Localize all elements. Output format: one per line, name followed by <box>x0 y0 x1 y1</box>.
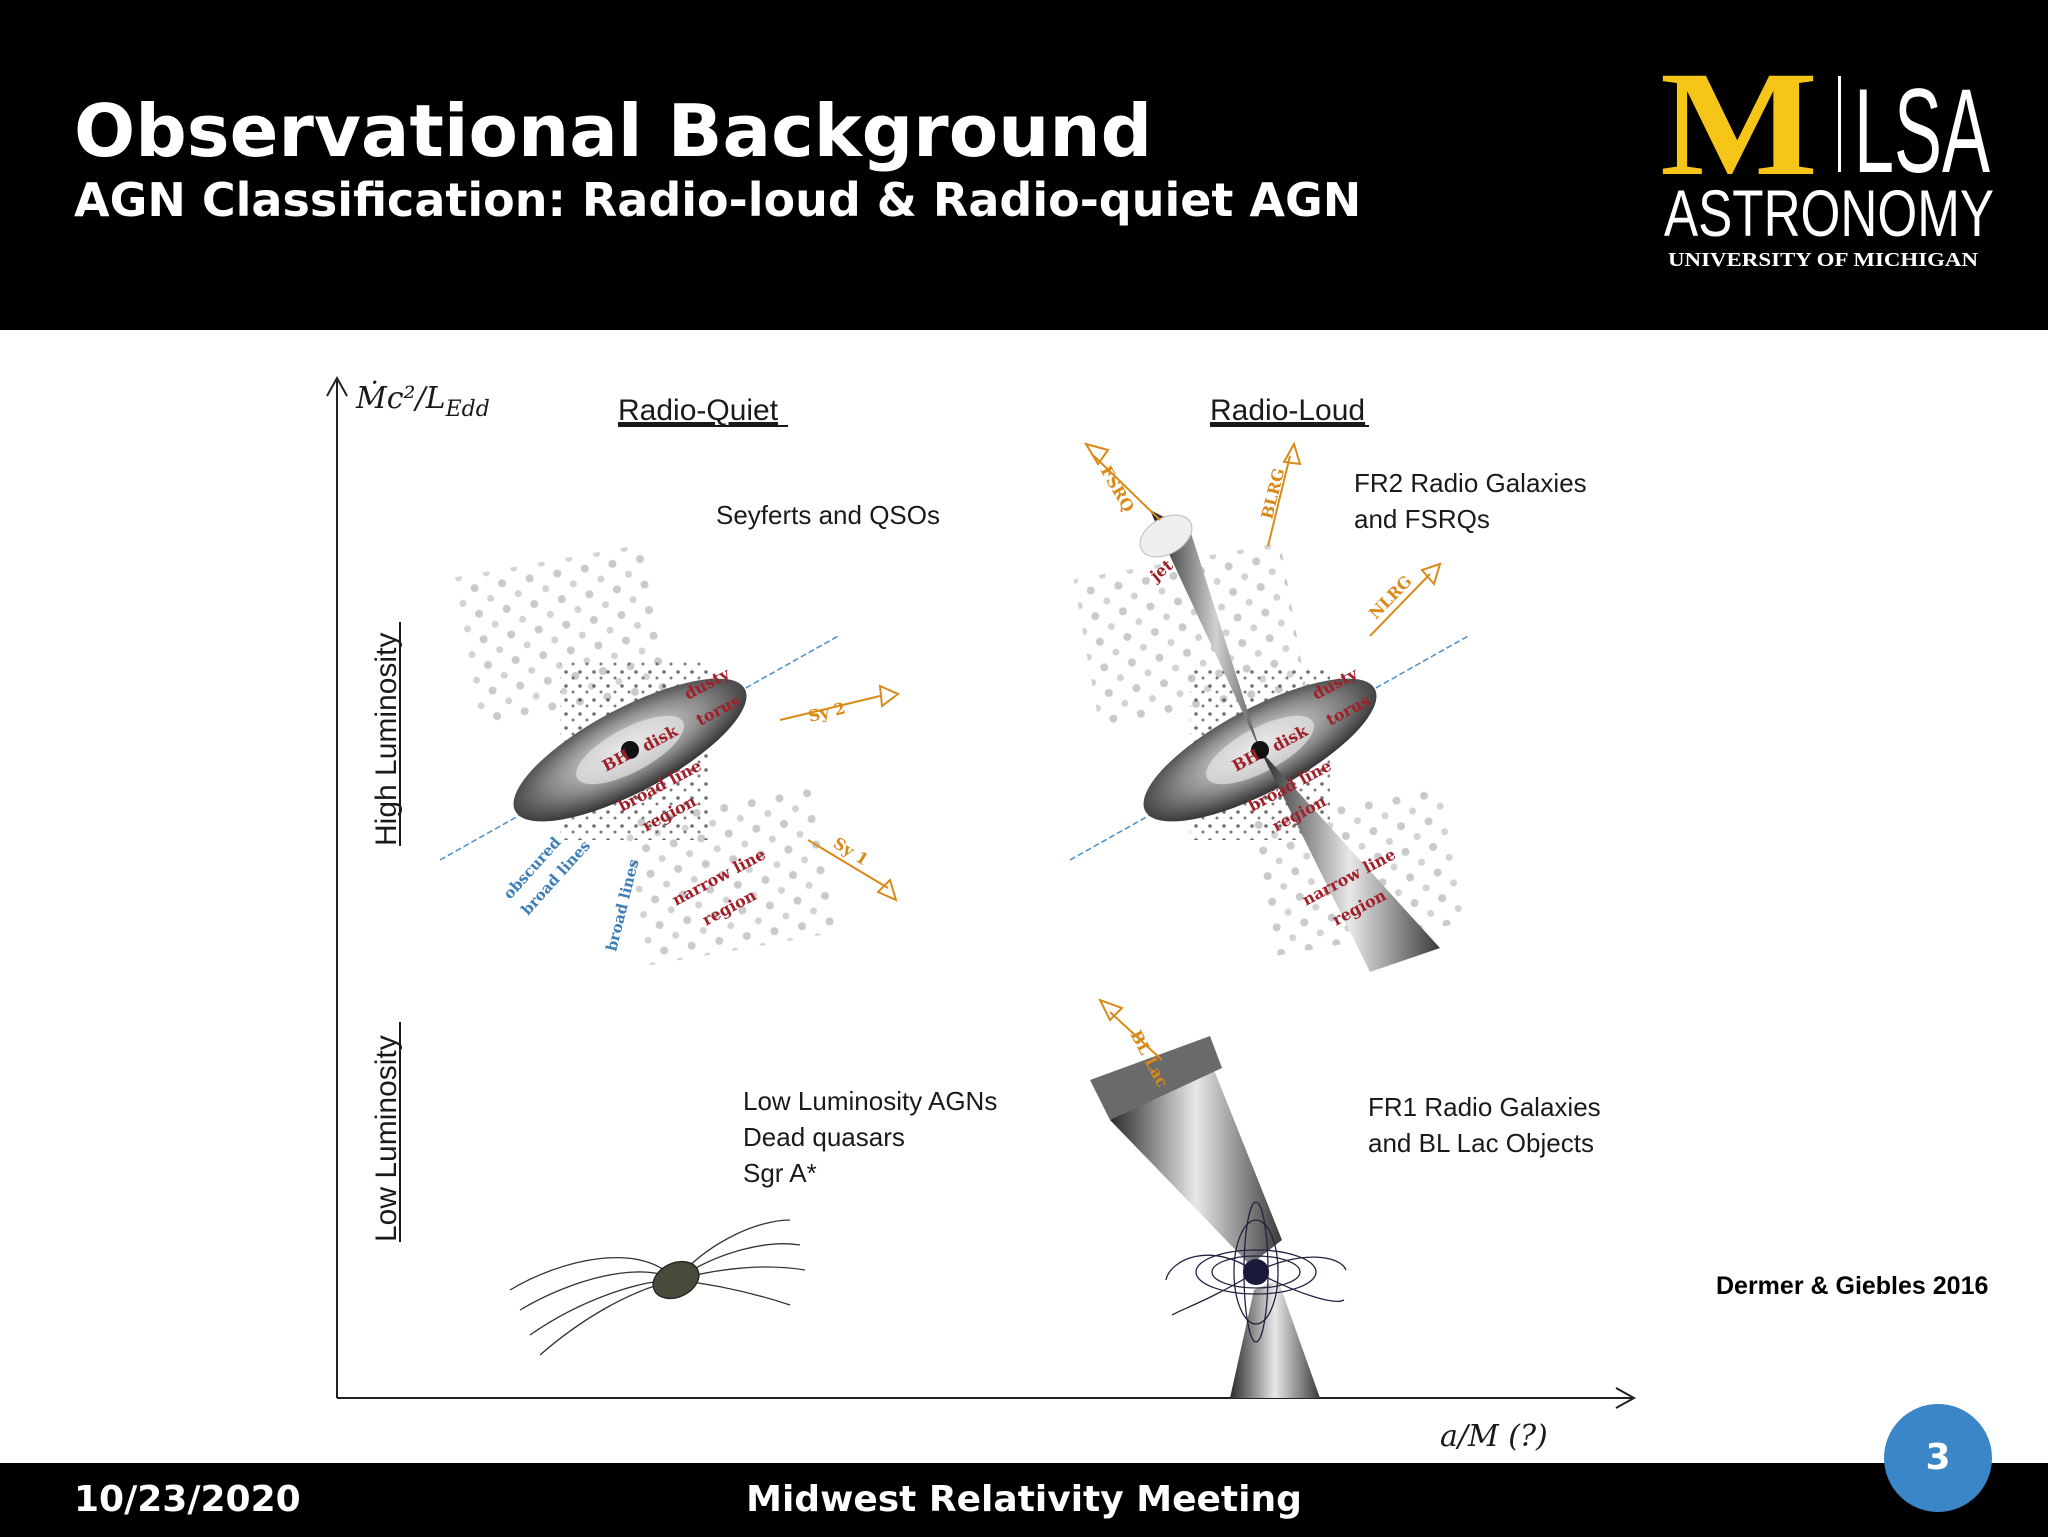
blrg-arrow-line <box>1267 455 1291 547</box>
radio-loud-agn-schematic: dusty torus disk BH broad line region na… <box>1069 441 1471 972</box>
sy2-arrowhead <box>878 684 900 708</box>
lsa-wordmark: LSA <box>1854 66 1990 198</box>
sy2-label: Sy 2 <box>806 698 847 726</box>
bllac-arrow-line <box>1109 1011 1163 1061</box>
x-axis-label: a/M (?) <box>1440 1419 1548 1454</box>
fr1-field-loop <box>1233 1219 1279 1325</box>
fr1-field-line <box>1255 1271 1345 1302</box>
blrg-arrowhead <box>1282 441 1302 466</box>
fsrq-label: FSRQ <box>1097 463 1139 516</box>
footer-date: 10/23/2020 <box>74 1479 301 1520</box>
block-m-logo: M <box>1660 66 1818 207</box>
fr1-jet-lower <box>1230 1280 1320 1398</box>
bllac-arrow <box>1097 998 1163 1061</box>
fr1-field-loop <box>1195 1249 1317 1295</box>
fr1-field-line <box>1255 1256 1347 1273</box>
fr1-caption-line2: and BL Lac Objects <box>1368 1128 1594 1158</box>
fr1-field-line <box>1171 1271 1257 1316</box>
fr1-caption-line1: FR1 Radio Galaxies <box>1368 1092 1601 1122</box>
nlrg-arrowhead <box>1420 562 1442 587</box>
fr1-field-loop <box>1211 1255 1301 1289</box>
rl-jet-lower <box>1260 750 1440 972</box>
page-number-badge: 3 <box>1884 1404 1992 1512</box>
agn-classification-diagram: Ṁc²/LEdd a/M (?) Radio-Quiet Radio-Loud … <box>326 375 1637 1454</box>
rq-blue-labels: obscured broad lines broad lines <box>500 833 643 953</box>
rl-black-hole <box>1251 741 1269 759</box>
llagn-field-line <box>509 1257 677 1291</box>
footer-bar: 10/23/2020 Midwest Relativity Meeting <box>0 1463 2048 1537</box>
nlrg-arrow-line <box>1369 573 1431 637</box>
umich-lsa-astronomy-logo: M LSA ASTRONOMY UNIVERSITY OF MICHIGAN <box>1660 66 1994 271</box>
fr1-jet-upper <box>1110 1060 1282 1265</box>
rl-jet-upper <box>1150 510 1260 750</box>
fsrq-arrow-line <box>1093 455 1161 521</box>
y-axis-subscript: Edd <box>445 397 490 422</box>
fr1-jet-upper-outer <box>1090 1036 1222 1120</box>
radio-quiet-agn-schematic: dusty torus disk BH broad line region na… <box>439 543 900 967</box>
sy1-arrowhead <box>876 878 898 902</box>
llagn-caption-line3: Sgr A* <box>743 1158 817 1188</box>
slide-title: Observational Background <box>74 89 1153 173</box>
sy1-label: Sy 1 <box>830 833 872 869</box>
x-axis-arrow <box>1615 1387 1637 1409</box>
rq-orange-arrows <box>779 684 900 902</box>
fr1-black-hole <box>1243 1259 1269 1285</box>
llagn-core <box>652 1260 700 1300</box>
fr2-caption-line1: FR2 Radio Galaxies <box>1354 468 1587 498</box>
y-axis-arrow <box>326 375 348 397</box>
logo-divider <box>1838 76 1841 172</box>
radio-loud-header: Radio-Loud <box>1210 394 1365 427</box>
sy2-arrow-line <box>779 695 881 721</box>
llagn-caption-line1: Low Luminosity AGNs <box>743 1086 997 1116</box>
footer-event-title: Midwest Relativity Meeting <box>746 1479 1302 1520</box>
llagn-field-line <box>519 1271 677 1311</box>
fr2-caption-line2: and FSRQs <box>1354 504 1490 534</box>
blrg-label: BLRG <box>1257 466 1288 521</box>
llagn-schematic <box>509 1219 806 1356</box>
rl-orange-arrows <box>1083 441 1442 637</box>
high-luminosity-label: High Luminosity <box>370 633 403 846</box>
slide-subtitle: AGN Classification: Radio-loud & Radio-q… <box>74 173 1362 227</box>
low-luminosity-label: Low Luminosity <box>370 1035 403 1242</box>
fr1-field-line <box>1165 1254 1257 1281</box>
university-wordmark: UNIVERSITY OF MICHIGAN <box>1668 249 1979 271</box>
radio-quiet-header: Radio-Quiet <box>618 394 779 427</box>
header-bar: Observational Background AGN Classificat… <box>0 0 2048 330</box>
seyferts-caption: Seyferts and QSOs <box>716 500 940 530</box>
astronomy-wordmark: ASTRONOMY <box>1664 176 1994 250</box>
sy1-arrow-line <box>807 839 889 889</box>
citation: Dermer & Giebles 2016 <box>1716 1272 1989 1300</box>
y-axis-label: Ṁc²/LEdd <box>355 380 490 422</box>
bllac-arrowhead <box>1097 998 1124 1022</box>
rq-black-hole <box>621 741 639 759</box>
fsrq-arrowhead <box>1083 442 1110 466</box>
fr1-schematic: BL Lac <box>1090 998 1347 1398</box>
llagn-caption-line2: Dead quasars <box>743 1122 905 1152</box>
rl-jet-tip <box>1139 514 1193 558</box>
